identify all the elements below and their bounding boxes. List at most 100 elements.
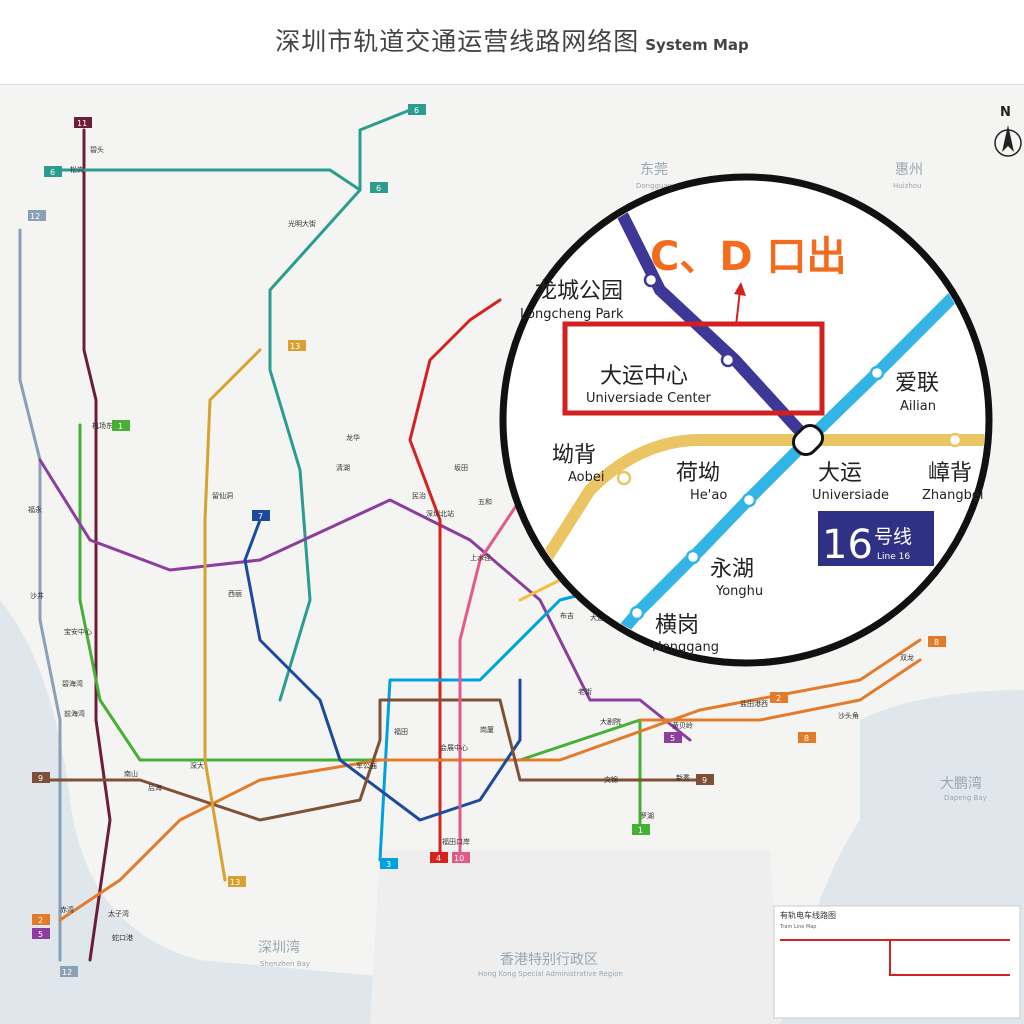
line-badge[interactable]: 9 (32, 772, 50, 783)
station-universiade-en[interactable]: Universiade (812, 488, 889, 503)
svg-text:1: 1 (118, 422, 123, 431)
line-badge[interactable]: 4 (430, 852, 448, 863)
line-2-path (58, 638, 922, 922)
line-badge[interactable]: 9 (696, 774, 714, 785)
line-badge[interactable]: 2 (32, 914, 50, 925)
region-dapeng-bay: 大鹏湾 (940, 775, 982, 792)
station-zhangbei-en[interactable]: Zhangbei (922, 488, 983, 503)
map-label[interactable]: 光明大街 (288, 219, 316, 228)
station-yonghu-zh[interactable]: 永湖 (710, 557, 754, 582)
map-label[interactable]: 罗湖 (640, 811, 654, 820)
map-label[interactable]: 双龙 (900, 653, 914, 662)
svg-text:11: 11 (77, 119, 87, 128)
line-badge[interactable]: 10 (452, 852, 470, 863)
svg-text:2: 2 (38, 916, 43, 925)
map-label[interactable]: 留仙洞 (212, 491, 233, 500)
map-label[interactable]: 西丽 (228, 590, 242, 598)
line-badge[interactable]: 6 (370, 182, 388, 193)
map-label[interactable]: 福田口岸 (442, 837, 470, 846)
station-longcheng-park-en[interactable]: Longcheng Park (520, 307, 624, 322)
svg-text:3: 3 (386, 860, 391, 869)
map-label[interactable]: 太子湾 (108, 909, 129, 918)
station-universiade-zh[interactable]: 大运 (818, 461, 862, 486)
map-line-badges: 11 6 12 6 13 1 7 9 2 5 12 3 4 10 8 2 8 5… (28, 104, 946, 977)
metro-map[interactable]: 东莞 Dongguan 惠州 Huizhou 深圳湾 Shenzhen Bay … (0, 84, 1024, 1024)
line-badge[interactable]: 8 (798, 732, 816, 743)
north-arrow-icon: N (994, 105, 1022, 157)
map-label[interactable]: 车公庙 (356, 761, 377, 770)
map-label[interactable]: 深圳北站 (426, 509, 454, 518)
line-badge[interactable]: 7 (252, 510, 270, 521)
map-label[interactable]: 民治 (412, 491, 426, 500)
line-badge[interactable]: 6 (44, 166, 62, 177)
station-aobei-en[interactable]: Aobei (568, 470, 604, 485)
map-label[interactable]: 碧头 (90, 145, 104, 154)
line-badge[interactable]: 5 (32, 928, 50, 939)
station-ailian-zh[interactable]: 爱联 (895, 371, 939, 396)
map-label[interactable]: 坂田 (454, 463, 468, 472)
map-label[interactable]: 大运 (590, 613, 604, 622)
station-longcheng-park-zh[interactable]: 龙城公园 (535, 279, 623, 304)
map-label[interactable]: 上水径 (470, 553, 491, 562)
line-badge[interactable]: 3 (380, 858, 398, 869)
region-dongguan-en: Dongguan (636, 182, 672, 190)
svg-text:10: 10 (454, 854, 464, 863)
map-label[interactable]: 黄贝岭 (672, 721, 693, 730)
line-badge[interactable]: 1 (632, 824, 650, 835)
map-label[interactable]: 老街 (578, 687, 592, 696)
line-badge[interactable]: 2 (770, 692, 788, 703)
svg-text:8: 8 (804, 734, 809, 743)
line-7-path (243, 518, 522, 822)
map-label[interactable]: 五和 (478, 497, 492, 506)
line-badge[interactable]: 6 (408, 104, 426, 115)
map-label[interactable]: 龙华 (346, 433, 360, 442)
line-badge[interactable]: 5 (664, 732, 682, 743)
region-hong-kong-en: Hong Kong Special Administrative Region (478, 970, 623, 978)
map-label[interactable]: 新秀 (676, 773, 690, 782)
station-heao-zh[interactable]: 荷坳 (676, 461, 720, 486)
line-badge[interactable]: 8 (928, 636, 946, 647)
map-label[interactable]: 深大 (190, 761, 204, 770)
svg-text:4: 4 (436, 854, 441, 863)
map-label[interactable]: 盐田港西 (740, 699, 768, 708)
map-label[interactable]: 松岗 (70, 165, 84, 174)
map-label[interactable]: 机场东 (92, 421, 113, 430)
station-yonghu-en[interactable]: Yonghu (715, 584, 763, 599)
map-label[interactable]: 碧海湾 (62, 679, 83, 688)
station-zhangbei-zh[interactable]: 嶂背 (928, 461, 972, 486)
line-12-path (18, 228, 62, 962)
station-henggang-en[interactable]: Henggang (652, 640, 719, 655)
map-label[interactable]: 沙头角 (838, 711, 859, 720)
map-label[interactable]: 赤湾 (60, 905, 74, 914)
callout-station-labels: 龙城公园 Longcheng Park 坳背 Aobei 荷坳 He'ao 大运… (520, 279, 983, 655)
line-badge[interactable]: 12 (28, 210, 46, 221)
map-label[interactable]: 宝安中心 (64, 627, 92, 636)
map-label[interactable]: 会展中心 (440, 743, 468, 752)
station-aobei-zh[interactable]: 坳背 (552, 443, 596, 468)
svg-text:7: 7 (258, 512, 263, 521)
station-henggang-zh[interactable]: 横岗 (655, 613, 699, 638)
line-badge[interactable]: 1 (112, 420, 130, 431)
station-ailian-en[interactable]: Ailian (900, 399, 936, 414)
map-label[interactable]: 布吉 (560, 611, 574, 620)
line-16-en: Line 16 (877, 552, 910, 562)
region-huizhou-en: Huizhou (893, 182, 921, 190)
line-badge[interactable]: 13 (228, 876, 246, 887)
map-label[interactable]: 前海湾 (64, 709, 85, 718)
map-label[interactable]: 后海 (148, 783, 162, 792)
station-heao-en[interactable]: He'ao (690, 488, 727, 503)
map-label[interactable]: 大剧院 (600, 717, 621, 726)
map-label[interactable]: 清湖 (336, 463, 350, 472)
map-label[interactable]: 南山 (124, 769, 138, 778)
map-label[interactable]: 福田 (394, 727, 408, 736)
line-badge[interactable]: 12 (60, 966, 78, 977)
map-label[interactable]: 福永 (28, 505, 42, 514)
map-label[interactable]: 蛇口港 (112, 933, 133, 942)
map-label[interactable]: 文锦 (604, 775, 618, 784)
line-badge[interactable]: 13 (288, 340, 306, 351)
line-badge[interactable]: 11 (74, 117, 92, 128)
map-label[interactable]: 岗厦 (480, 726, 494, 734)
map-label[interactable]: 沙井 (30, 591, 44, 600)
